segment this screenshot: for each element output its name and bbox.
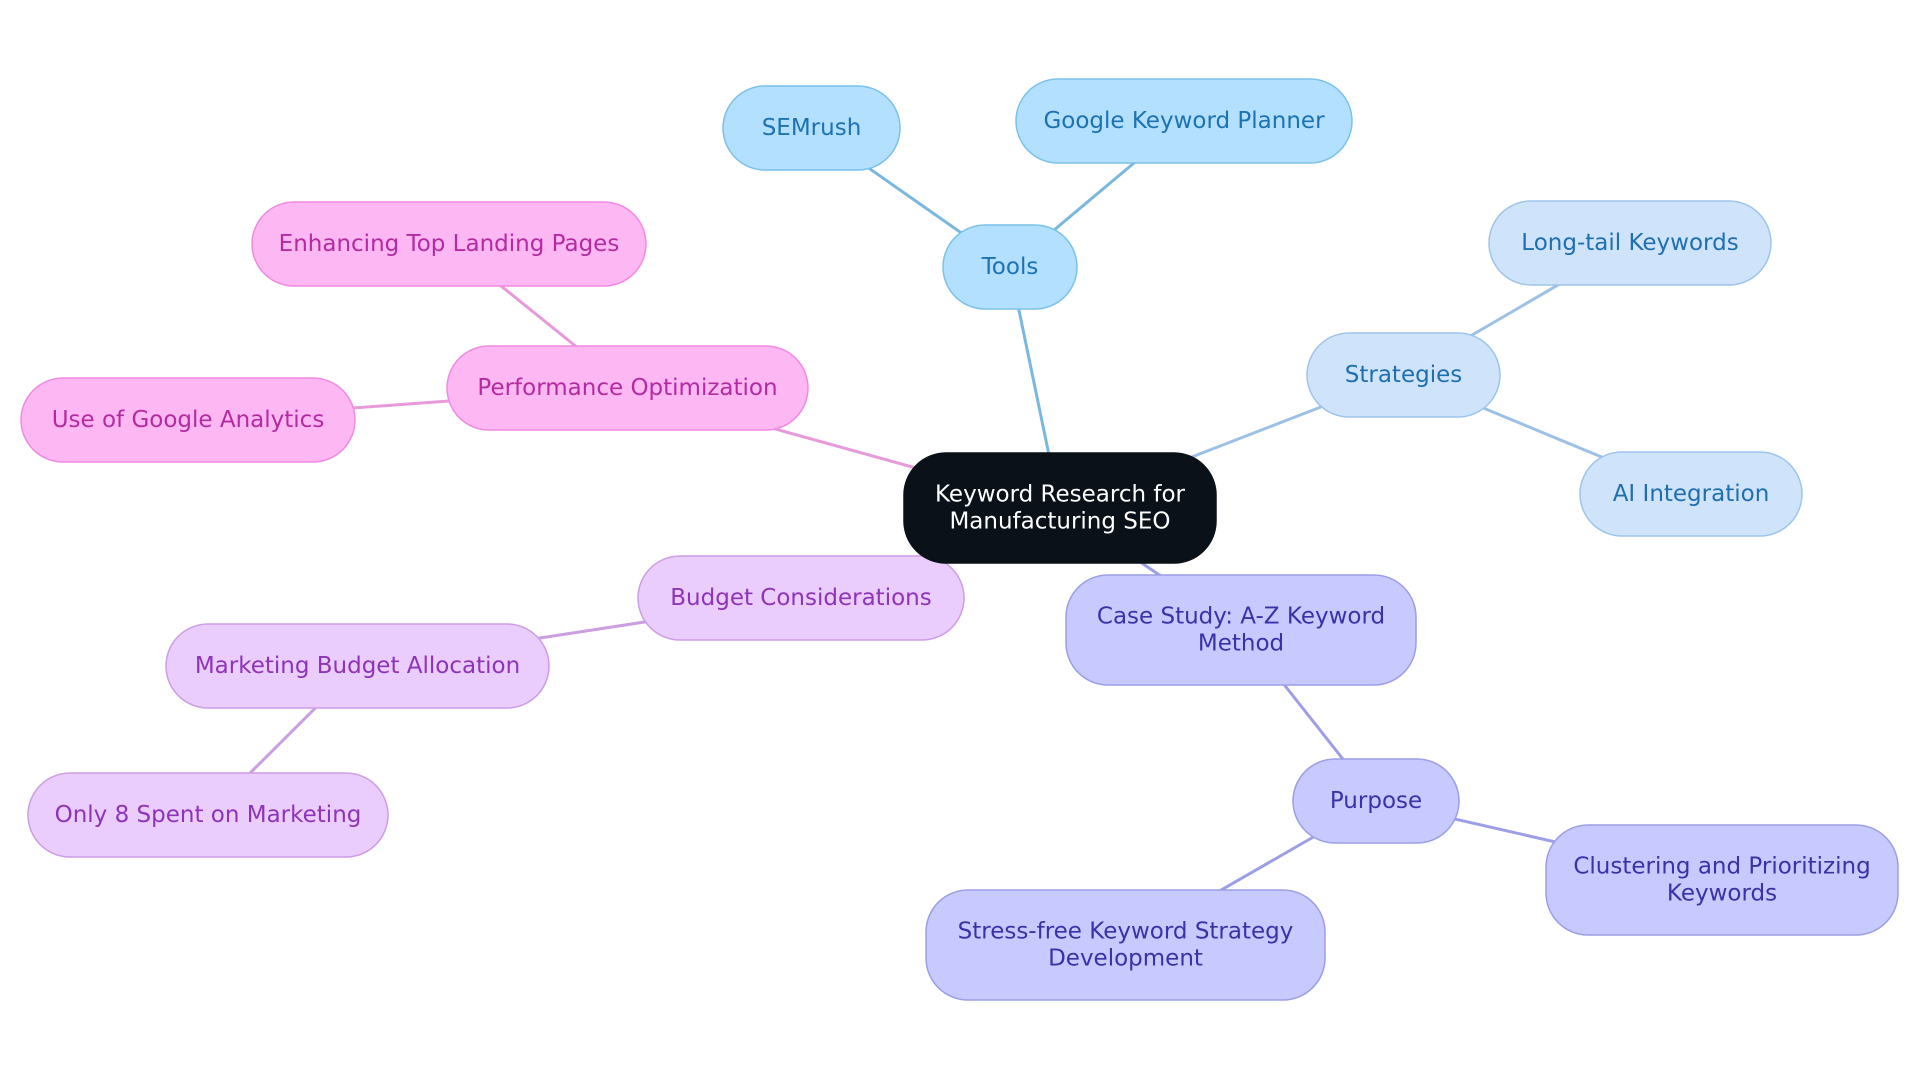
- node-marketing-budget: Marketing Budget Allocation: [165, 623, 550, 709]
- node-case-study-label-line-1: Case Study: A-Z Keyword: [1097, 604, 1385, 630]
- node-purpose-label-line-1: Purpose: [1330, 788, 1422, 814]
- node-root-label-line-1: Keyword Research for: [935, 482, 1186, 508]
- node-only-8-spent-label-line-1: Only 8 Spent on Marketing: [55, 802, 362, 828]
- node-tools: Tools: [942, 224, 1078, 310]
- node-root-box: [903, 452, 1217, 564]
- node-performance-box: [446, 345, 809, 431]
- node-purpose-box: [1292, 758, 1460, 844]
- node-semrush-box: [722, 85, 901, 171]
- node-enhancing-landing: Enhancing Top Landing Pages: [251, 201, 647, 287]
- node-case-study-label-line-2: Method: [1198, 631, 1284, 657]
- node-stress-free-label-line-1: Stress-free Keyword Strategy: [958, 919, 1294, 945]
- node-budget-box: [637, 555, 965, 641]
- node-case-study-box: [1065, 574, 1417, 686]
- node-ai-integration-label-line-1: AI Integration: [1613, 481, 1770, 507]
- node-enhancing-landing-label-line-1: Enhancing Top Landing Pages: [279, 231, 620, 257]
- node-stress-free-label-line-2: Development: [1048, 946, 1203, 972]
- node-clustering-box: [1545, 824, 1899, 936]
- node-marketing-budget-box: [165, 623, 550, 709]
- node-purpose: Purpose: [1292, 758, 1460, 844]
- node-ai-integration: AI Integration: [1579, 451, 1803, 537]
- node-enhancing-landing-box: [251, 201, 647, 287]
- node-performance-label-line-1: Performance Optimization: [477, 375, 777, 401]
- node-google-keyword-planner-box: [1015, 78, 1353, 164]
- node-long-tail-keywords: Long-tail Keywords: [1488, 200, 1772, 286]
- node-clustering-label-line-1: Clustering and Prioritizing: [1573, 854, 1870, 880]
- node-semrush-label-line-1: SEMrush: [762, 115, 862, 141]
- node-tools-label-line-1: Tools: [981, 254, 1039, 280]
- node-tools-box: [942, 224, 1078, 310]
- mind-map-nodes: Tools SEMrush Google Keyword PlannerStrate…: [20, 78, 1899, 1001]
- node-only-8-spent: Only 8 Spent on Marketing: [27, 772, 389, 858]
- node-stress-free-box: [925, 889, 1326, 1001]
- node-google-analytics-label-line-1: Use of Google Analytics: [52, 407, 325, 433]
- node-budget-label-line-1: Budget Considerations: [670, 585, 931, 611]
- node-strategies-box: [1306, 332, 1501, 418]
- node-google-keyword-planner-label-line-1: Google Keyword Planner: [1043, 108, 1325, 134]
- node-long-tail-keywords-box: [1488, 200, 1772, 286]
- node-performance: Performance Optimization: [446, 345, 809, 431]
- node-only-8-spent-box: [27, 772, 389, 858]
- node-strategies: Strategies: [1306, 332, 1501, 418]
- node-semrush: SEMrush: [722, 85, 901, 171]
- node-google-keyword-planner: Google Keyword Planner: [1015, 78, 1353, 164]
- node-strategies-label-line-1: Strategies: [1345, 362, 1462, 388]
- node-root-label-line-2: Manufacturing SEO: [949, 509, 1170, 535]
- node-long-tail-keywords-label-line-1: Long-tail Keywords: [1521, 230, 1738, 256]
- node-google-analytics-box: [20, 377, 356, 463]
- node-marketing-budget-label-line-1: Marketing Budget Allocation: [195, 653, 520, 679]
- node-budget: Budget Considerations: [637, 555, 965, 641]
- node-google-analytics: Use of Google Analytics: [20, 377, 356, 463]
- node-clustering-label-line-2: Keywords: [1667, 881, 1777, 907]
- node-ai-integration-box: [1579, 451, 1803, 537]
